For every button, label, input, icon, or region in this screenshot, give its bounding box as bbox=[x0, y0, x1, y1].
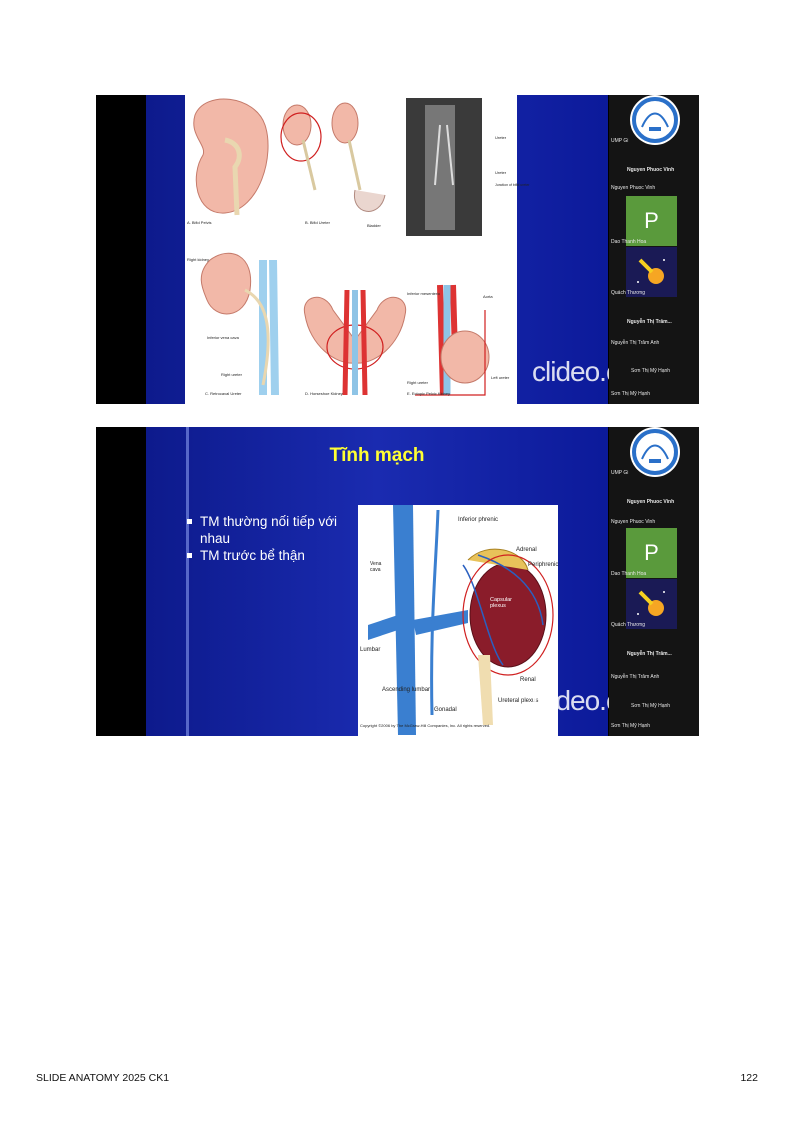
university-logo-icon bbox=[630, 95, 680, 145]
participant-host-name: Nguyen Phuoc Vinh bbox=[627, 167, 675, 173]
label-ascending-lumbar: Ascending lumbar bbox=[382, 687, 431, 693]
bullet-item: TM trước bể thận bbox=[186, 547, 360, 564]
caption-ureter-1: Ureter bbox=[495, 135, 507, 140]
video-screenshot-1: A. Bifid Pelvis B. Bifid Ureter Bladder … bbox=[96, 95, 699, 404]
participant-name-5: Sơn Thị Mỹ Hạnh bbox=[611, 391, 651, 397]
meteor-avatar-icon bbox=[626, 247, 677, 297]
label-vena-cava: Vena cava bbox=[370, 561, 382, 573]
caption-right-ureter: Right ureter bbox=[221, 372, 242, 377]
participant-name-4: Nguyễn Thị Trâm Anh bbox=[611, 340, 660, 346]
footer-page-number: 122 bbox=[740, 1072, 758, 1084]
participant-name-2: Dao Thanh Hoa bbox=[611, 571, 647, 577]
label-capsular-plexus: Capsular plexus bbox=[490, 597, 513, 609]
renal-veins-illustration bbox=[368, 505, 554, 735]
renal-veins-figure: Inferior phrenic Adrenal Periphrenic Ven… bbox=[358, 505, 558, 736]
footer-document-title: SLIDE ANATOMY 2025 CK1 bbox=[36, 1072, 170, 1084]
label-periphrenic: Periphrenic bbox=[528, 562, 559, 568]
caption-right-kidney: Right kidney bbox=[187, 257, 210, 262]
participant-name-3: Quách Thương bbox=[611, 622, 646, 628]
caption-junction: Junction of bifid ureter bbox=[495, 183, 530, 187]
participant-host-name: Nguyen Phuoc Vinh bbox=[627, 499, 675, 505]
caption-d: D. Horseshoe Kidney bbox=[305, 391, 343, 396]
participant-host-label: UMP Gi bbox=[611, 470, 629, 476]
label-renal: Renal bbox=[520, 677, 536, 683]
meteor-avatar-icon bbox=[626, 579, 677, 629]
caption-inferior-mesenteric: Inferior mesenteric bbox=[407, 291, 441, 296]
participant-avatar-p: P bbox=[626, 196, 677, 246]
label-inferior-phrenic: Inferior phrenic bbox=[458, 517, 499, 523]
participant-name-4: Nguyễn Thị Trâm Anh bbox=[611, 674, 660, 680]
caption-c: C. Retrocaval Ureter bbox=[205, 391, 242, 396]
participant-name-5-overlay: Sơn Thị Mỹ Hạnh bbox=[631, 703, 671, 709]
participant-name-5-overlay: Sơn Thị Mỹ Hạnh bbox=[631, 368, 671, 374]
label-adrenal: Adrenal bbox=[516, 547, 537, 553]
label-gonadal: Gonadal bbox=[434, 707, 457, 713]
slide-title: Tĩnh mạch bbox=[329, 445, 425, 466]
bullet-item: TM thường nối tiếp với nhau bbox=[186, 513, 360, 547]
caption-right-ureter-2: Right ureter bbox=[407, 380, 428, 385]
participant-name-5: Sơn Thị Mỹ Hạnh bbox=[611, 723, 651, 729]
participant-name-2: Dao Thanh Hoa bbox=[611, 239, 647, 245]
caption-bladder: Bladder bbox=[367, 223, 381, 228]
label-lumbar: Lumbar bbox=[360, 647, 381, 653]
video-screenshot-2: Tĩnh mạch TM thường nối tiếp với nhau TM… bbox=[96, 427, 699, 736]
participants-panel: UMP Gi Nguyen Phuoc Vinh Nguyen Phuoc Vi… bbox=[609, 95, 699, 404]
caption-b: B. Bifid Ureter bbox=[305, 220, 330, 225]
caption-ureter-2: Ureter bbox=[495, 170, 507, 175]
caption-e: E. Ectopic Pelvic Kidney bbox=[407, 391, 451, 396]
caption-left-ureter: Left ureter bbox=[491, 375, 510, 380]
caption-a: A. Bifid Pelvis bbox=[187, 220, 212, 225]
participants-panel: UMP Gi Nguyen Phuoc Vinh Nguyen Phuoc Vi… bbox=[609, 427, 699, 736]
participant-name-1: Nguyen Phuoc Vinh bbox=[611, 519, 656, 525]
label-ureteral-plexus: Ureteral plexus bbox=[498, 698, 539, 704]
participant-host-label: UMP Gi bbox=[611, 138, 629, 144]
participant-name-1: Nguyen Phuoc Vinh bbox=[611, 185, 656, 191]
caption-anterior-views: Anterior Views bbox=[185, 399, 211, 404]
caption-ivc: Inferior vena cava bbox=[207, 335, 239, 340]
university-logo-icon bbox=[630, 427, 680, 477]
copyright-text: Copyright ©2006 by The McGraw-Hill Compa… bbox=[360, 723, 491, 728]
participant-name-3: Quách Thương bbox=[611, 290, 646, 296]
caption-aorta: Aorta bbox=[483, 294, 493, 299]
participant-name-4-bold: Nguyễn Thị Trâm... bbox=[627, 319, 672, 325]
ureter-anomalies-figure: A. Bifid Pelvis B. Bifid Ureter Bladder … bbox=[185, 95, 529, 404]
participant-avatar-p: P bbox=[626, 528, 677, 578]
participant-name-4-bold: Nguyễn Thị Trâm... bbox=[627, 651, 672, 657]
bullet-list: TM thường nối tiếp với nhau TM trước bể … bbox=[186, 513, 360, 564]
kidney-illustrations bbox=[193, 98, 490, 396]
